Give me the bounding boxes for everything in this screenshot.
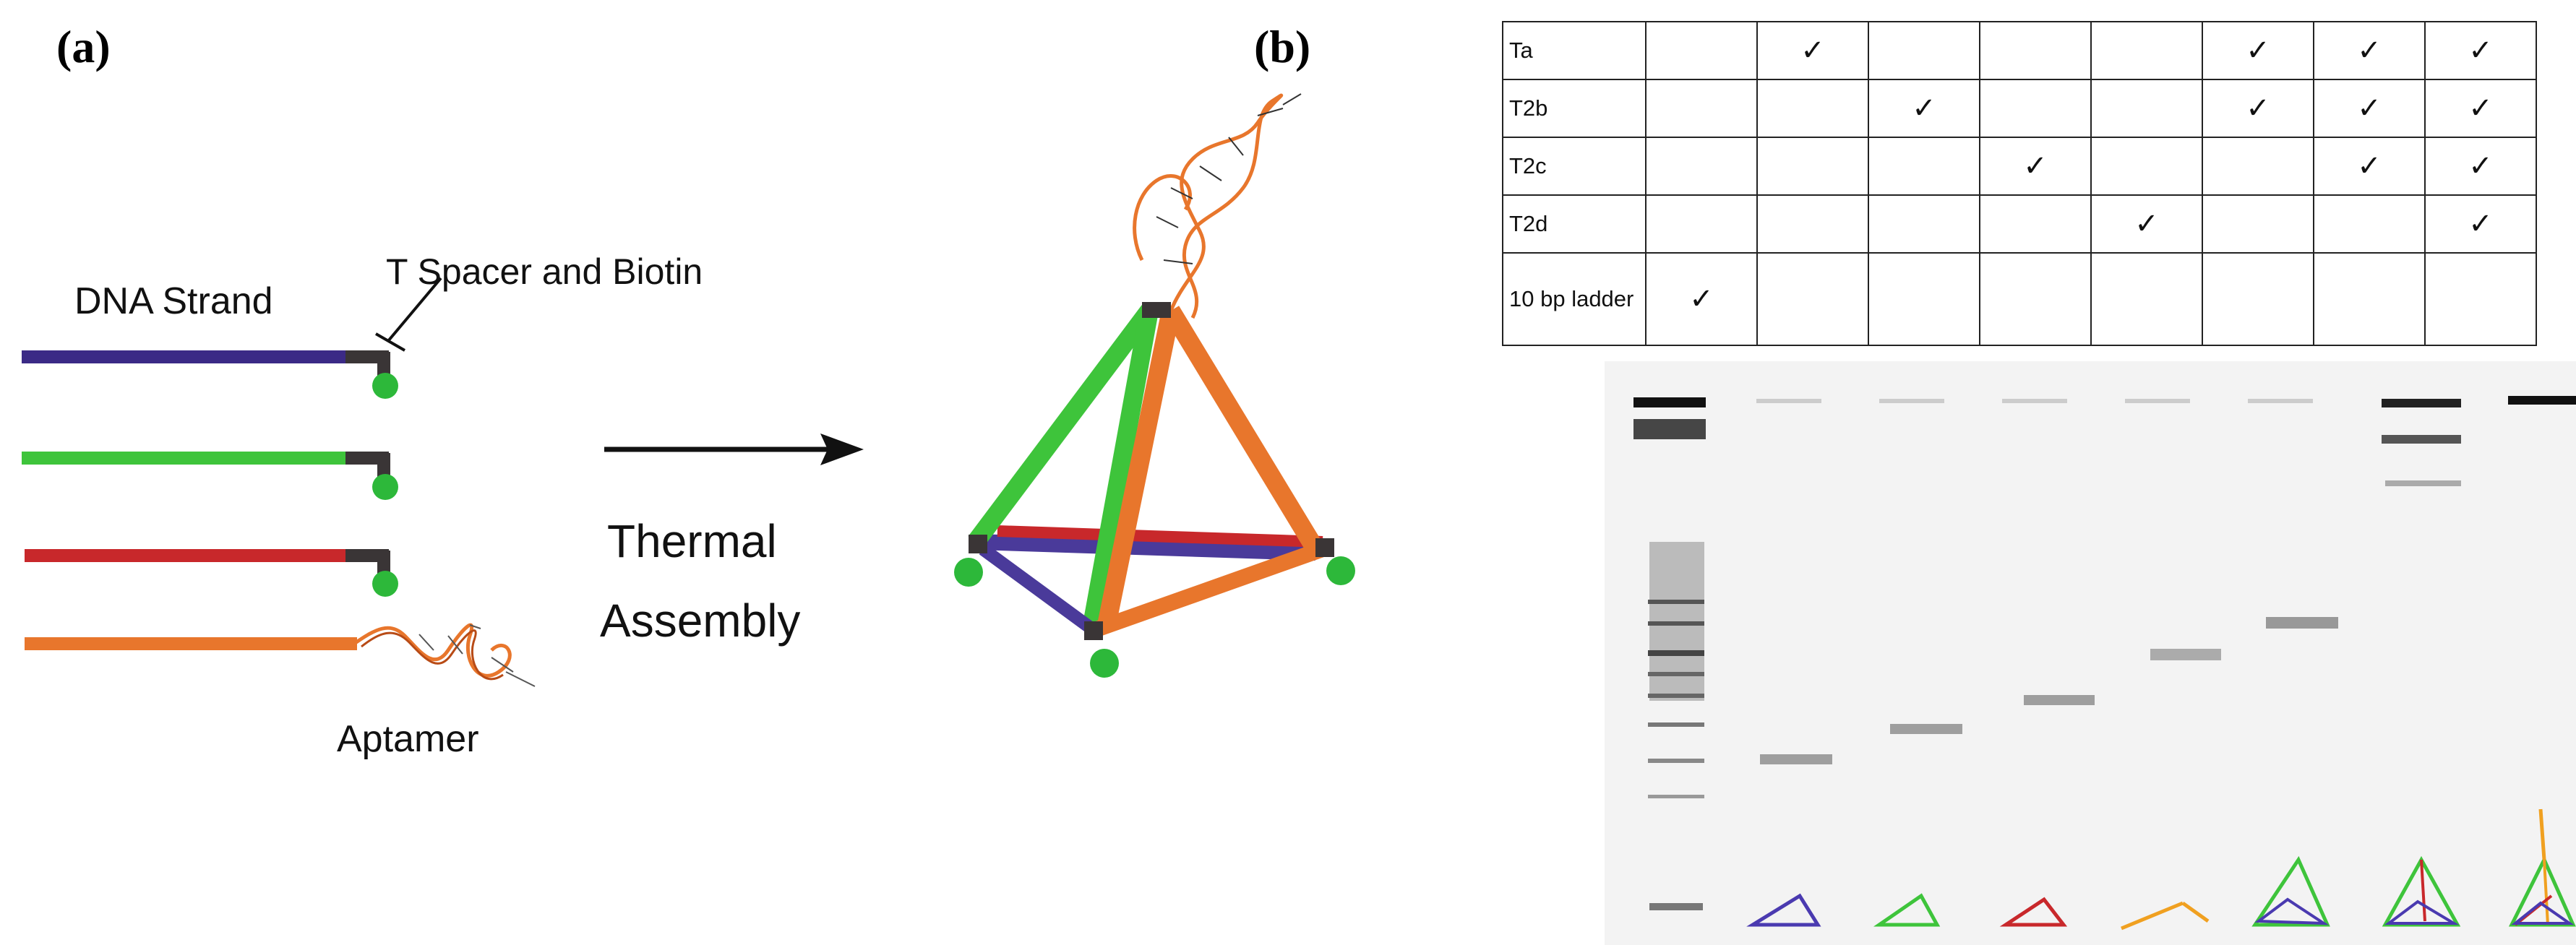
check-cell: ✓: [2424, 137, 2537, 196]
biotin-sphere: [372, 474, 398, 500]
strand-label: DNA Strand: [74, 280, 273, 322]
check-cell: ✓: [2313, 21, 2426, 80]
spacer-pointer-line: [387, 277, 442, 342]
table-cell: [1868, 194, 1980, 254]
table-cell: [2090, 252, 2203, 346]
strand-red: [25, 549, 398, 597]
table-row: T2b ✓ ✓ ✓ ✓: [1502, 79, 2537, 138]
check-cell: ✓: [2424, 21, 2537, 80]
gel-band: [1890, 724, 1962, 734]
check-cell: ✓: [1645, 252, 1758, 346]
row-label: 10 bp ladder: [1502, 252, 1647, 346]
panel-b-label: (b): [1254, 21, 1311, 72]
table-cell: [1868, 21, 1980, 80]
gel-band: [2382, 399, 2461, 407]
lane-icon-green-triangle: [1873, 893, 1941, 927]
table-cell: [1645, 194, 1758, 254]
check-cell: ✓: [1756, 21, 1869, 80]
strand-blue: [22, 350, 398, 399]
aptamer-label: Aptamer: [337, 718, 479, 760]
table-cell: [1756, 79, 1869, 138]
table-cell: [2424, 252, 2537, 346]
table-cell: [2090, 79, 2203, 138]
lane-icon-tetra-full: [2508, 808, 2576, 927]
table-cell: [1868, 252, 1980, 346]
table-cell: [1756, 194, 1869, 254]
gel-band: [2508, 396, 2576, 405]
table-cell: [1645, 79, 1758, 138]
table-cell: [2090, 137, 2203, 196]
table-cell: [2313, 252, 2426, 346]
table-row: 10 bp ladder ✓: [1502, 252, 2537, 346]
assembly-arrow: [604, 433, 864, 465]
table-row: Ta ✓ ✓ ✓ ✓: [1502, 21, 2537, 80]
check-cell: ✓: [2313, 79, 2426, 138]
panel-a-label: (a): [56, 21, 111, 72]
spacer-label: T Spacer and Biotin: [386, 251, 703, 292]
process-label-line2: Assembly: [600, 595, 801, 647]
row-label: T2c: [1502, 137, 1647, 196]
gel-band: [2385, 480, 2461, 486]
row-label: Ta: [1502, 21, 1647, 80]
process-label-line1: Thermal: [607, 515, 777, 567]
gel-band: [2150, 649, 2221, 660]
table-cell: [2202, 137, 2314, 196]
table-cell: [1979, 252, 2092, 346]
gel-band: [2024, 695, 2095, 705]
table-cell: [2202, 252, 2314, 346]
check-cell: ✓: [2202, 79, 2314, 138]
panel-a-diagram: [22, 277, 864, 687]
biotin-sphere: [372, 373, 398, 399]
check-cell: ✓: [1979, 137, 2092, 196]
table-cell: [1645, 21, 1758, 80]
table-cell: [2313, 194, 2426, 254]
gel-electrophoresis-image: [1605, 361, 2576, 945]
table-cell: [1756, 137, 1869, 196]
aptamer-helix: [1133, 93, 1302, 319]
check-cell: ✓: [2202, 21, 2314, 80]
table-cell: [1756, 252, 1869, 346]
table-cell: [2090, 21, 2203, 80]
table-row: T2d ✓ ✓: [1502, 194, 2537, 254]
table-cell: [1979, 21, 2092, 80]
strand-orange-aptamer: [25, 623, 536, 687]
table-cell: [1868, 137, 1980, 196]
check-cell: ✓: [1868, 79, 1980, 138]
row-label: T2b: [1502, 79, 1647, 138]
biotin-sphere: [372, 571, 398, 597]
gel-band: [1760, 754, 1832, 764]
lane-icon-orange-line: [2121, 901, 2210, 931]
strand-green: [22, 452, 398, 500]
lane-composition-table: Ta ✓ ✓ ✓ ✓ T2b ✓ ✓ ✓ ✓ T2c ✓: [1502, 21, 2537, 346]
table-cell: [1979, 194, 2092, 254]
row-label: T2d: [1502, 194, 1647, 254]
gel-lane-ladder: [1633, 397, 1706, 910]
lane-icon-tetra-partial: [2251, 855, 2330, 927]
tetrahedron-illustration: [954, 93, 1355, 678]
lane-icon-tetra-three: [2382, 855, 2461, 927]
table-cell: [2202, 194, 2314, 254]
check-cell: ✓: [2424, 79, 2537, 138]
check-cell: ✓: [2313, 137, 2426, 196]
lane-icon-red-triangle: [1999, 897, 2068, 927]
gel-band: [2266, 617, 2338, 629]
check-cell: ✓: [2424, 194, 2537, 254]
check-cell: ✓: [2090, 194, 2203, 254]
table-cell: [1645, 137, 1758, 196]
table-row: T2c ✓ ✓ ✓: [1502, 137, 2537, 196]
table-cell: [1979, 79, 2092, 138]
lane-icon-blue-triangle: [1746, 893, 1821, 927]
spacer-pointer-bar: [375, 332, 405, 352]
gel-band: [2382, 435, 2461, 444]
